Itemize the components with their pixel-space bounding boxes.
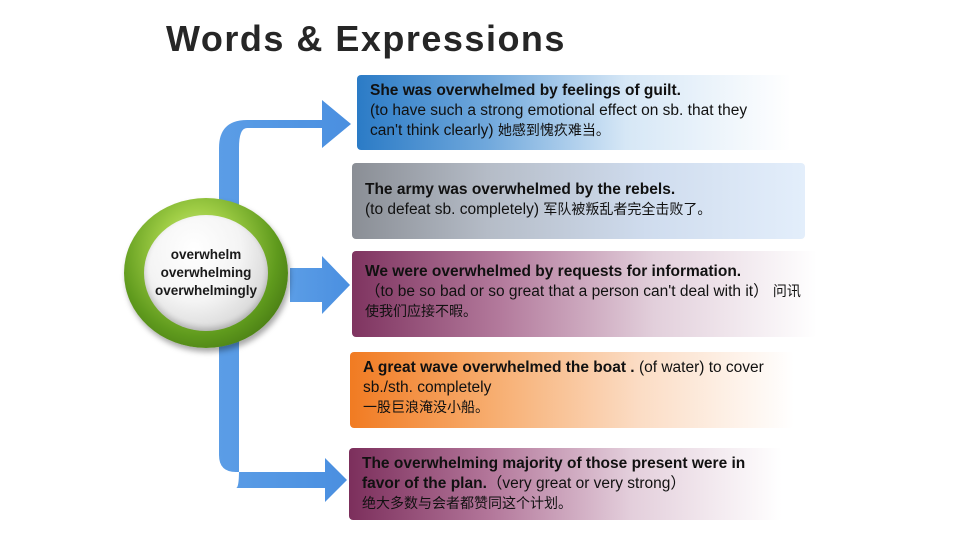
example-box-3: We were overwhelmed by requests for info…: [352, 251, 817, 337]
example-box-2: The army was overwhelmed by the rebels. …: [352, 163, 805, 239]
example-box-5: The overwhelming majority of those prese…: [349, 448, 782, 520]
example-definition: (of water) to cover sb./sth. completely: [363, 359, 764, 396]
example-translation: 绝大多数与会者都赞同这个计划。: [362, 496, 572, 512]
arrow-to-example-3: [290, 256, 350, 314]
example-definition: (to have such a strong emotional effect …: [370, 102, 748, 139]
hub-inner: overwhelm overwhelming overwhelmingly: [144, 215, 268, 331]
hub-word-overwhelm: overwhelm: [170, 247, 242, 262]
arrow-to-example-1: [219, 100, 351, 205]
arrow-to-example-5: [219, 340, 347, 502]
example-sentence: The overwhelming majority of those prese…: [362, 455, 746, 492]
example-sentence: She was overwhelmed by feelings of guilt…: [370, 82, 681, 99]
example-sentence: The army was overwhelmed by the rebels.: [365, 181, 676, 198]
example-sentence: A great wave overwhelmed the boat .: [363, 359, 635, 376]
hub-word-overwhelmingly: overwhelmingly: [154, 283, 258, 298]
page-title: Words & Expressions: [166, 18, 566, 59]
example-definition: （to be so bad or so great that a person …: [365, 283, 769, 300]
example-translation: 问讯使我们应接不暇。: [365, 284, 801, 320]
hub-word-overwhelming: overwhelming: [160, 265, 252, 280]
example-translation: 她感到愧疚难当。: [497, 123, 610, 139]
example-translation: 一股巨浪淹没小船。: [363, 400, 489, 416]
example-definition: (to defeat sb. completely): [365, 201, 540, 218]
example-box-4: A great wave overwhelmed the boat . (of …: [350, 352, 794, 428]
example-translation: 军队被叛乱者完全击败了。: [543, 202, 712, 218]
hub-circle: overwhelm overwhelming overwhelmingly: [124, 198, 288, 348]
example-box-1: She was overwhelmed by feelings of guilt…: [357, 75, 791, 150]
example-sentence: We were overwhelmed by requests for info…: [365, 263, 742, 280]
example-definition: （very great or very strong）: [486, 475, 686, 492]
